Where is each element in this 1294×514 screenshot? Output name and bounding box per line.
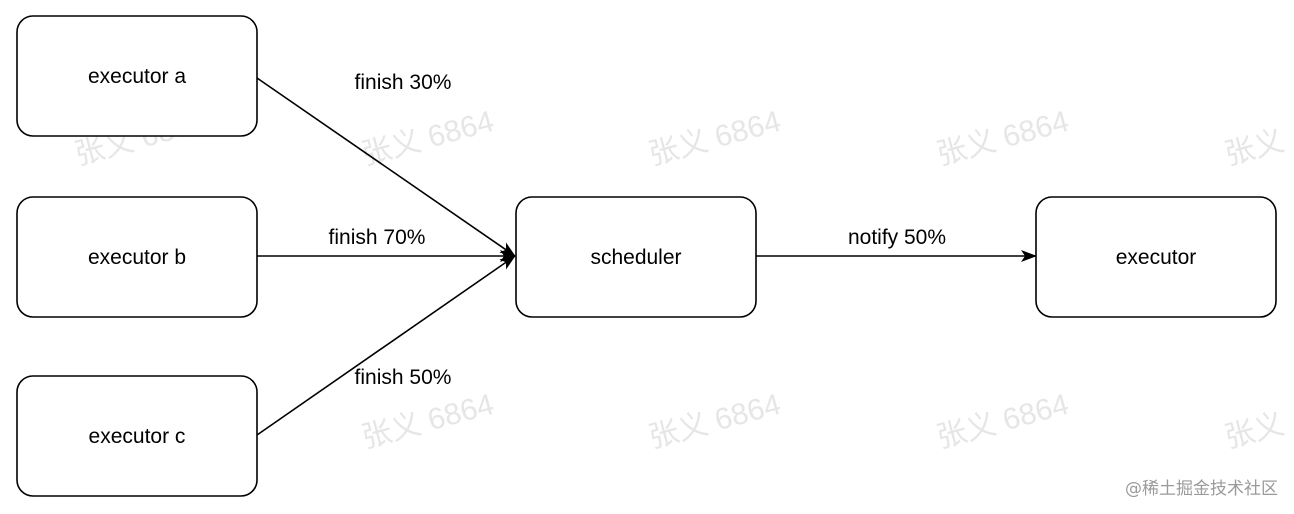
node-box bbox=[16, 15, 258, 137]
node-box bbox=[16, 375, 258, 497]
site-watermark: @稀土掘金技术社区 bbox=[1125, 479, 1278, 499]
edge-label-b: finish 70% bbox=[329, 226, 426, 249]
edge-a-to-scheduler: finish 30% bbox=[256, 71, 516, 257]
watermark-text: 张义 6864 bbox=[645, 105, 784, 172]
watermark-text: 张义 bbox=[1221, 407, 1287, 454]
node-executor-b: executor b bbox=[16, 196, 258, 318]
watermark-text: 张义 6864 bbox=[645, 388, 784, 455]
node-executor: executor bbox=[1035, 196, 1277, 318]
edge-line-a bbox=[256, 77, 516, 257]
watermark-text: 张义 6864 bbox=[358, 388, 497, 455]
edge-c-to-scheduler: finish 50% bbox=[256, 255, 516, 436]
edge-label-a: finish 30% bbox=[355, 71, 452, 94]
node-label: executor b bbox=[88, 246, 186, 269]
watermark-text: 张义 bbox=[1221, 124, 1287, 171]
node-label: executor bbox=[1116, 246, 1197, 269]
node-label: executor a bbox=[88, 65, 186, 88]
edge-label-notify: notify 50% bbox=[848, 226, 946, 249]
edge-label-c: finish 50% bbox=[355, 366, 452, 389]
node-box bbox=[1035, 196, 1277, 318]
watermark-text: 张义 6864 bbox=[933, 105, 1072, 172]
node-executor-a: executor a bbox=[16, 15, 258, 137]
node-box bbox=[515, 196, 757, 318]
node-box bbox=[16, 196, 258, 318]
watermark-text: 张义 6864 bbox=[933, 388, 1072, 455]
edge-b-to-scheduler: finish 70% bbox=[257, 226, 516, 262]
node-scheduler: scheduler bbox=[515, 196, 757, 318]
edge-scheduler-to-executor: notify 50% bbox=[756, 226, 1037, 262]
node-executor-c: executor c bbox=[16, 375, 258, 497]
node-label: scheduler bbox=[590, 246, 681, 269]
edge-line-c bbox=[256, 255, 516, 436]
node-label: executor c bbox=[89, 425, 186, 448]
